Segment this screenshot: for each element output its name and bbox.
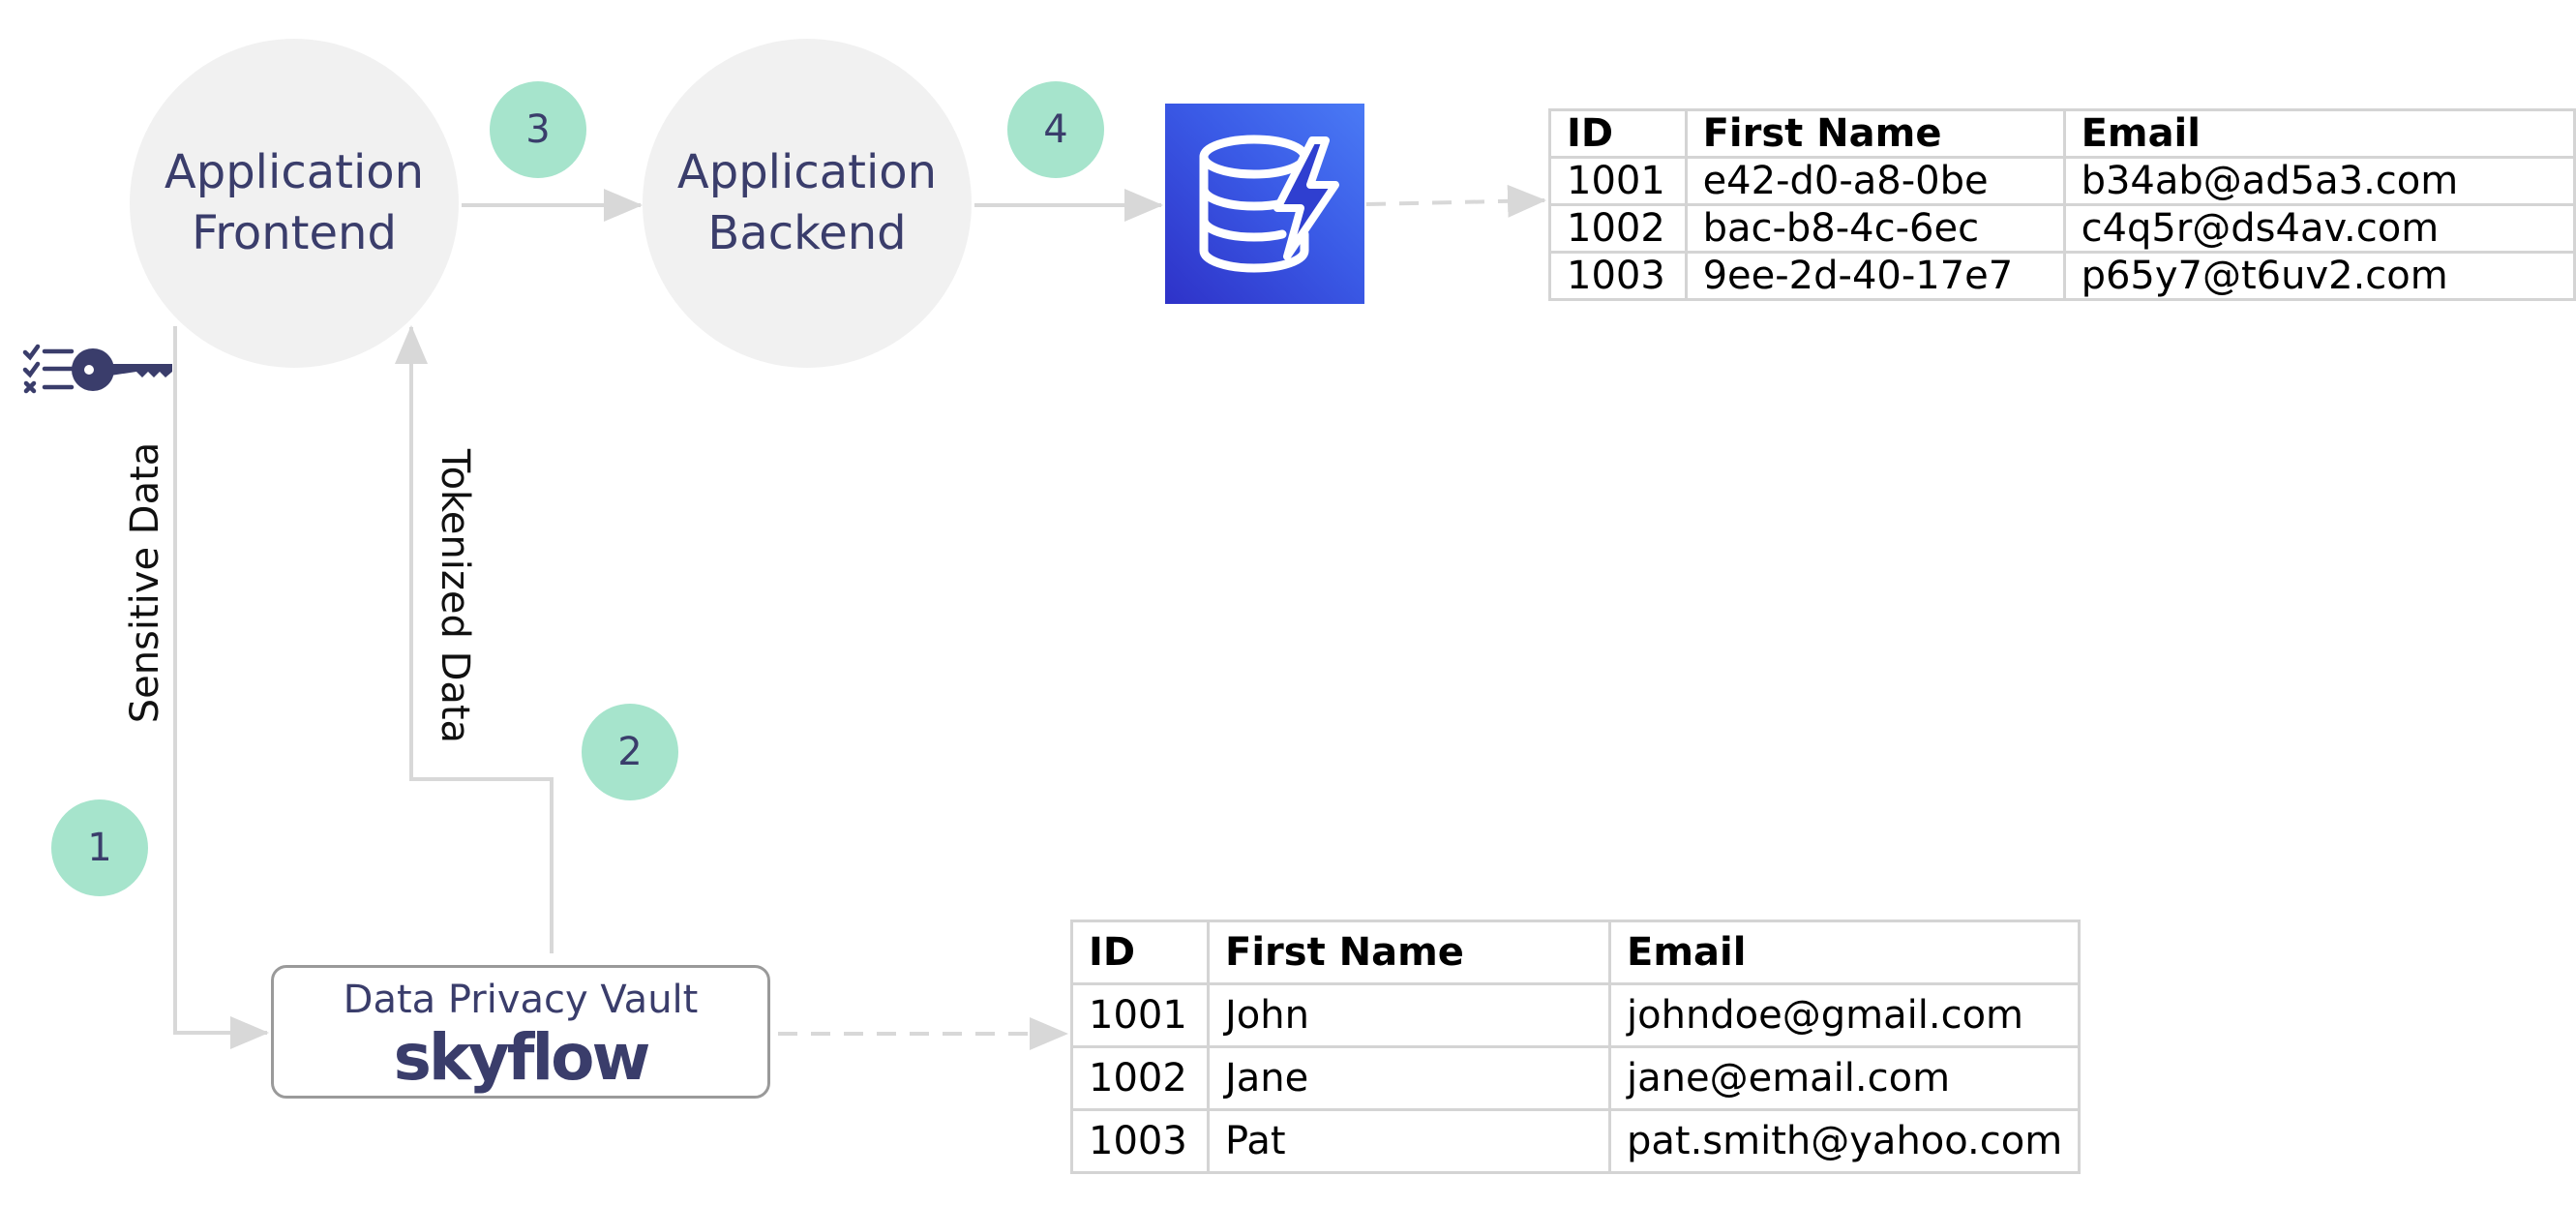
backend-node: Application Backend xyxy=(643,39,972,368)
skyflow-logo: skyflow xyxy=(393,1020,651,1095)
dynamodb-database-icon xyxy=(1165,104,1364,304)
cell-first-name: bac-b8-4c-6ec xyxy=(1684,203,2066,254)
cell-first-name: John xyxy=(1207,982,1611,1048)
cell-first-name: e42-d0-a8-0be xyxy=(1684,156,2066,206)
arrow-database-to-token-table xyxy=(1365,184,1546,218)
cell-id: 1001 xyxy=(1070,982,1210,1048)
vault-data-table: ID First Name Email 1001 John johndoe@gm… xyxy=(1070,920,2082,1174)
table-row: 1002 Jane jane@email.com xyxy=(1070,1045,2082,1111)
cell-email: c4q5r@ds4av.com xyxy=(2062,203,2576,254)
cell-email: b34ab@ad5a3.com xyxy=(2062,156,2576,206)
tokenized-data-label: Tokenized Data xyxy=(433,448,477,744)
step-badge-3: 3 xyxy=(490,81,586,178)
cell-email: pat.smith@yahoo.com xyxy=(1607,1108,2082,1174)
cell-first-name: 9ee-2d-40-17e7 xyxy=(1684,251,2066,301)
vault-title: Data Privacy Vault xyxy=(343,978,699,1022)
cell-id: 1002 xyxy=(1548,203,1688,254)
cell-first-name: Pat xyxy=(1207,1108,1611,1174)
column-header-email: Email xyxy=(1607,920,2082,985)
table-header-row: ID First Name Email xyxy=(1548,108,2576,159)
table-row: 1003 9ee-2d-40-17e7 p65y7@t6uv2.com xyxy=(1548,251,2576,301)
arrow-vault-to-frontend xyxy=(395,325,554,953)
data-privacy-vault: Data Privacy Vault skyflow xyxy=(271,965,770,1099)
step-badge-1: 1 xyxy=(51,799,148,896)
step-badge-2: 2 xyxy=(582,704,678,800)
column-header-first-name: First Name xyxy=(1207,920,1611,985)
table-row: 1002 bac-b8-4c-6ec c4q5r@ds4av.com xyxy=(1548,203,2576,254)
tokenized-data-table: ID First Name Email 1001 e42-d0-a8-0be b… xyxy=(1548,108,2576,301)
step-badge-4: 4 xyxy=(1007,81,1104,178)
column-header-email: Email xyxy=(2062,108,2576,159)
table-row: 1001 John johndoe@gmail.com xyxy=(1070,982,2082,1048)
checklist-key-icon xyxy=(21,341,172,399)
column-header-id: ID xyxy=(1548,108,1688,159)
cell-id: 1001 xyxy=(1548,156,1688,206)
frontend-label: Application Frontend xyxy=(164,145,425,260)
cell-first-name: Jane xyxy=(1207,1045,1611,1111)
backend-label: Application Backend xyxy=(676,145,938,260)
cell-id: 1003 xyxy=(1070,1108,1210,1174)
cell-email: p65y7@t6uv2.com xyxy=(2062,251,2576,301)
arrow-frontend-to-vault xyxy=(173,326,269,1049)
table-row: 1003 Pat pat.smith@yahoo.com xyxy=(1070,1108,2082,1174)
cell-email: jane@email.com xyxy=(1607,1045,2082,1111)
cell-email: johndoe@gmail.com xyxy=(1607,982,2082,1048)
frontend-node: Application Frontend xyxy=(130,39,459,368)
cell-id: 1003 xyxy=(1548,251,1688,301)
sensitive-data-label: Sensitive Data xyxy=(123,441,167,724)
cell-id: 1002 xyxy=(1070,1045,1210,1111)
table-header-row: ID First Name Email xyxy=(1070,920,2082,985)
table-row: 1001 e42-d0-a8-0be b34ab@ad5a3.com xyxy=(1548,156,2576,206)
column-header-first-name: First Name xyxy=(1684,108,2066,159)
column-header-id: ID xyxy=(1070,920,1210,985)
